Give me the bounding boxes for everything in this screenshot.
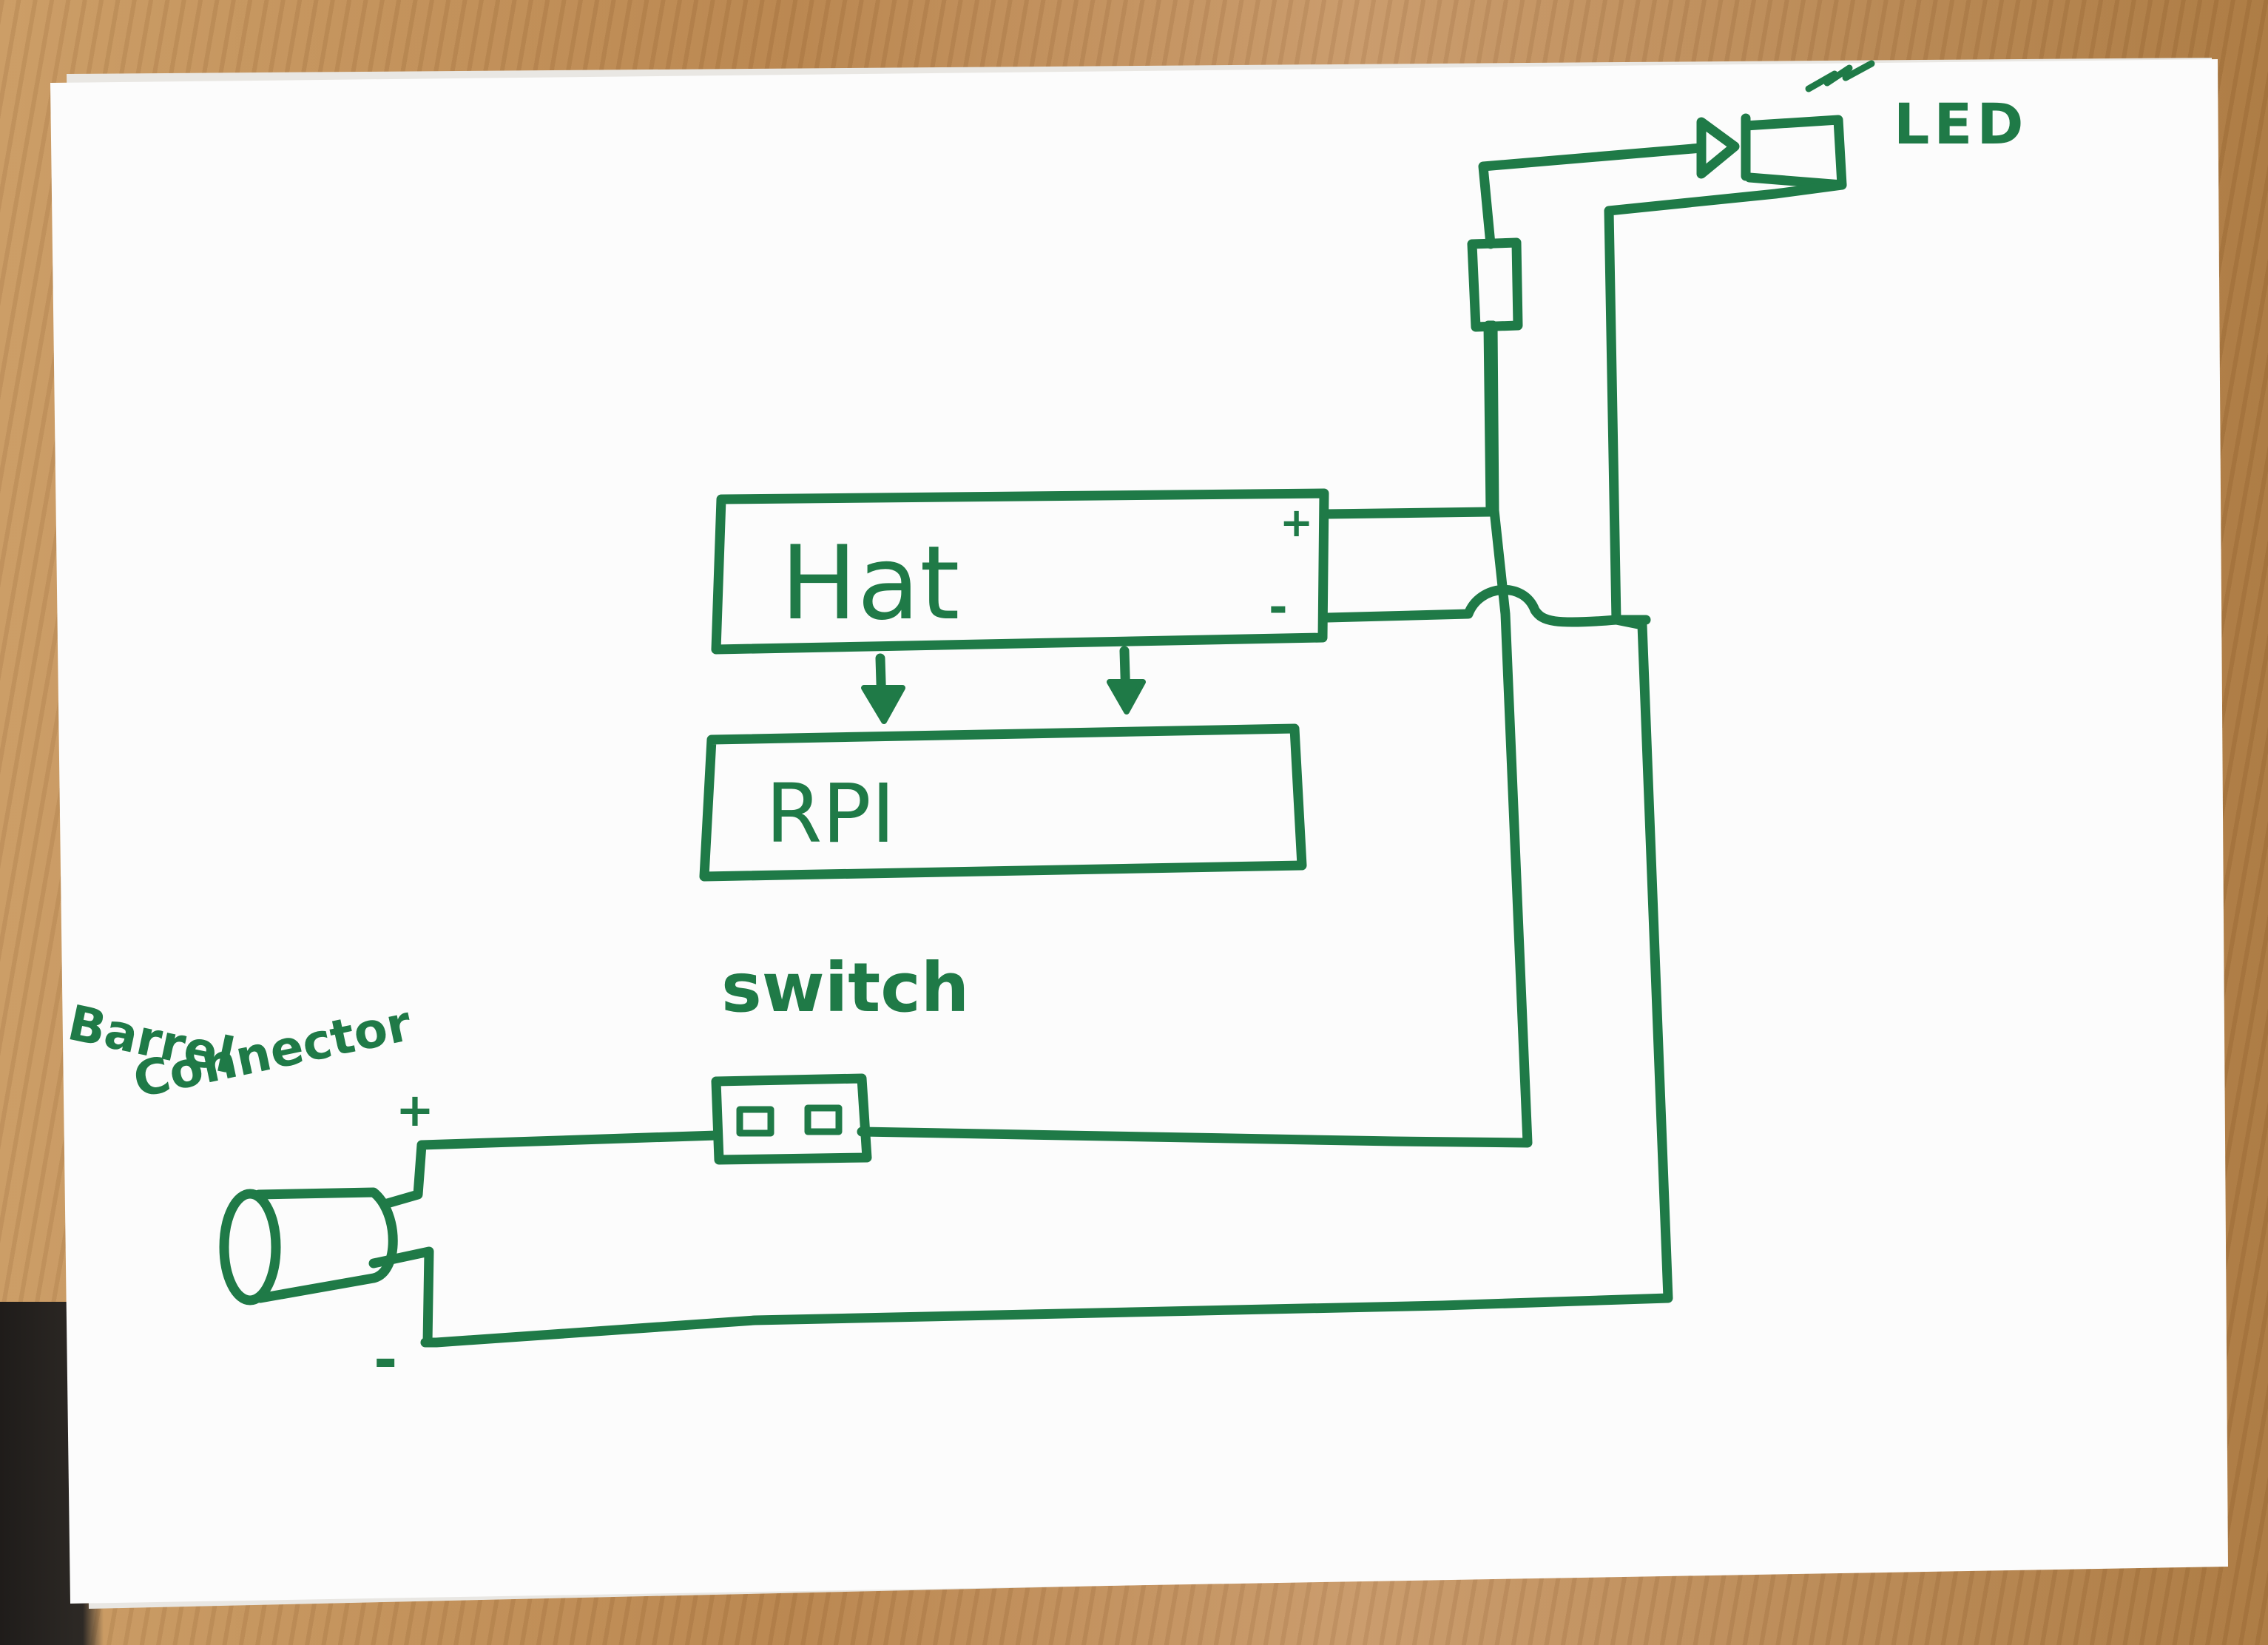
led-label: LED	[1894, 91, 2028, 157]
hat-minus-label: -	[1269, 580, 1288, 634]
rpi-box	[699, 723, 1307, 882]
rpi-label: RPI	[766, 766, 896, 861]
barrel-minus-label: -	[374, 1327, 398, 1394]
paper-sheet	[50, 59, 2228, 1604]
resistor	[1467, 237, 1523, 332]
hat-minus-wire	[1323, 584, 1621, 627]
barrel-plus-label: +	[396, 1083, 434, 1137]
negative-rail	[420, 615, 1673, 1348]
hat-to-rpi-arrow-left	[861, 653, 905, 724]
hat-box	[711, 488, 1329, 655]
resistor-to-led-wire	[1478, 143, 1707, 249]
switch-label: switch	[721, 948, 970, 1027]
led-symbol	[1696, 60, 1875, 190]
barrel-connector-symbol	[219, 1187, 398, 1305]
hat-plus-label: +	[1280, 499, 1314, 546]
hat-label: Hat	[780, 524, 960, 643]
barrel-plus-wire	[379, 1130, 721, 1209]
hat-to-rpi-arrow-right	[1107, 646, 1146, 715]
positive-rail	[857, 320, 1533, 1148]
